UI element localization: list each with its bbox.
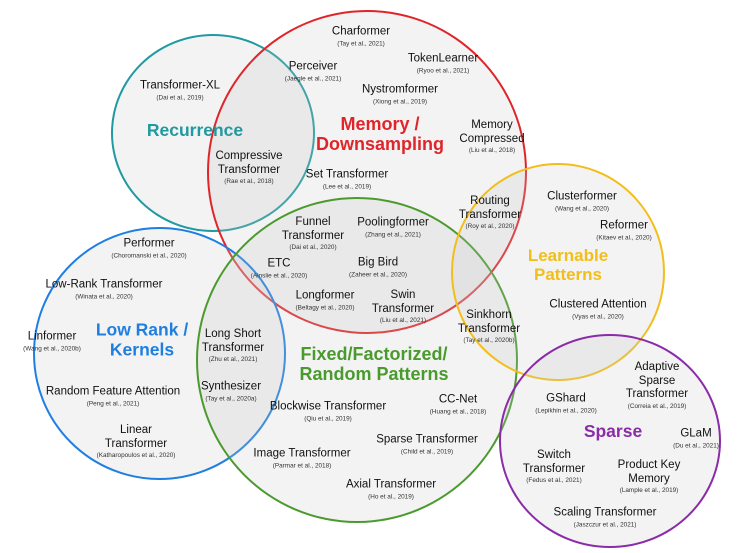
model-big-bird: Big Bird (Zaheer et al., 2020): [349, 256, 407, 279]
model-etc: ETC (Ainslie et al., 2020): [250, 257, 308, 280]
model-synthesizer: Synthesizer (Tay et al., 2020a): [200, 380, 262, 403]
model-nystromformer: Nystromformer (Xiong et al., 2019): [361, 83, 439, 106]
model-linear-transformer: Linear Transformer (Katharopoulos et al.…: [96, 423, 176, 459]
model-sinkhorn-transformer: Sinkhorn Transformer (Tay et al., 2020b): [457, 308, 521, 344]
model-random-feature-attention: Random Feature Attention (Peng et al., 2…: [45, 385, 181, 408]
model-product-key-memory: Product Key Memory (Lample et al., 2019): [617, 458, 681, 494]
group-label-lowrank: Low Rank / Kernels: [95, 319, 189, 359]
group-label-recurrence: Recurrence: [146, 120, 244, 141]
group-label-memory: Memory / Downsampling: [315, 113, 445, 154]
model-compressive-transformer: Compressive Transformer (Rae et al., 201…: [215, 149, 283, 185]
model-blockwise-transformer: Blockwise Transformer (Qiu et al., 2019): [269, 400, 387, 423]
group-label-learnable: Learnable Patterns: [527, 245, 609, 284]
model-cc-net: CC-Net (Huang et al., 2018): [429, 393, 487, 416]
model-scaling-transformer: Scaling Transformer (Jaszczur et al., 20…: [553, 506, 657, 529]
model-routing-transformer: Routing Transformer (Roy et al., 2020): [458, 194, 522, 230]
model-clusterformer: Clusterformer (Wang et al., 2020): [547, 190, 617, 213]
model-axial-transformer: Axial Transformer (Ho et al., 2019): [345, 478, 437, 501]
model-low-rank-transformer: Low-Rank Transformer (Winata et al., 202…: [45, 278, 163, 301]
model-charformer: Charformer (Tay et al., 2021): [331, 25, 391, 48]
model-glam: GLaM (Du et al., 2021): [673, 427, 719, 450]
model-funnel-transformer: Funnel Transformer (Dai et al., 2020): [281, 215, 345, 251]
model-swin-transformer: Swin Transformer (Liu et al., 2021): [371, 288, 435, 324]
group-label-fixed: Fixed/Factorized/ Random Patterns: [299, 343, 449, 384]
model-image-transformer: Image Transformer (Parmar et al., 2018): [253, 447, 351, 470]
model-reformer: Reformer (Kitaev et al., 2020): [596, 219, 652, 242]
group-label-sparse: Sparse: [583, 421, 643, 442]
model-poolingformer: Poolingformer (Zhang et al., 2021): [357, 216, 429, 239]
model-perceiver: Perceiver (Jaegle et al., 2021): [284, 60, 342, 83]
model-performer: Performer (Choromanski et al., 2020): [111, 237, 187, 260]
model-linformer: Linformer (Wang et al., 2020b): [23, 330, 81, 353]
model-longformer: Longformer (Beltagy et al., 2020): [295, 289, 355, 312]
model-transformer-xl: Transformer-XL (Dai et al., 2019): [139, 79, 221, 102]
model-switch-transformer: Switch Transformer (Fedus et al., 2021): [522, 448, 586, 484]
model-set-transformer: Set Transformer (Lee et al., 2019): [305, 168, 389, 191]
model-long-short-transformer: Long Short Transformer (Zhu et al., 2021…: [201, 327, 265, 363]
model-gshard: GShard (Lepikhin et al., 2020): [535, 392, 597, 415]
model-clustered-attention: Clustered Attention (Vyas et al., 2020): [549, 298, 647, 321]
model-tokenlearner: TokenLearner (Ryoo et al., 2021): [407, 52, 479, 75]
model-memory-compressed: Memory Compressed (Liu et al., 2018): [459, 118, 525, 154]
model-adaptive-sparse-transformer: Adaptive Sparse Transformer (Correia et …: [625, 360, 689, 410]
model-sparse-transformer: Sparse Transformer (Child et al., 2019): [376, 433, 478, 456]
circle-sparse: [499, 334, 721, 548]
